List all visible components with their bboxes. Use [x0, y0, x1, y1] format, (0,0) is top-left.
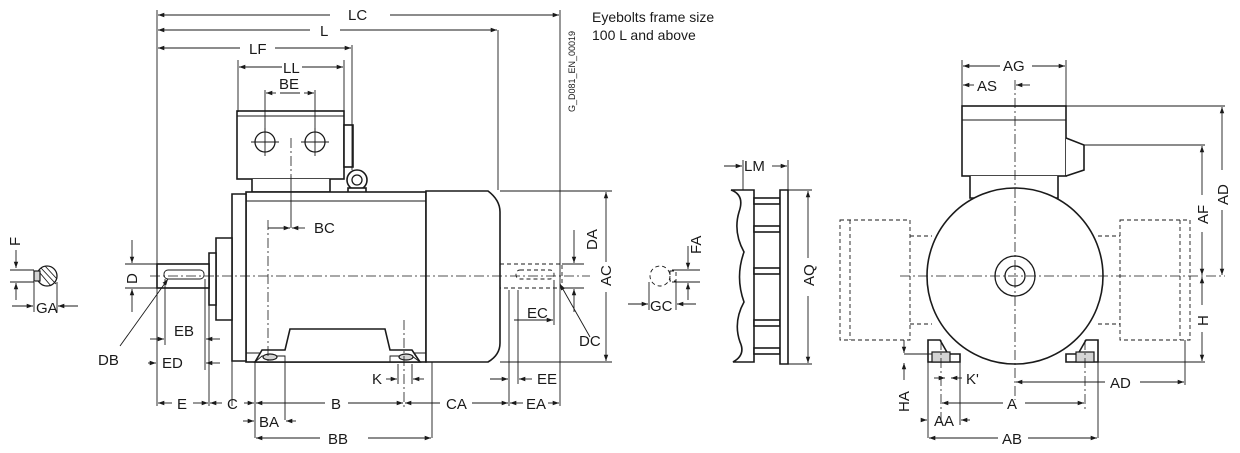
- label-LF: LF: [249, 41, 267, 58]
- front-terminal-gland: [1065, 137, 1085, 177]
- label-AQ: AQ: [801, 264, 818, 286]
- label-AD-vertical: AD: [1215, 184, 1232, 205]
- label-F: F: [7, 237, 24, 246]
- label-EA: EA: [526, 396, 546, 413]
- eyebolt: [346, 169, 368, 191]
- label-AB: AB: [1002, 431, 1022, 448]
- mounting-foot: [253, 328, 422, 363]
- label-GA: GA: [36, 300, 58, 317]
- fan-cover-rim: [779, 189, 789, 365]
- label-ED: ED: [162, 355, 183, 372]
- label-LL: LL: [283, 60, 300, 77]
- label-C: C: [227, 396, 238, 413]
- fan-cover-section: [730, 189, 755, 363]
- label-E: E: [177, 396, 187, 413]
- label-DB: DB: [98, 352, 119, 369]
- label-BE: BE: [279, 76, 299, 93]
- fan-blade: [753, 197, 781, 205]
- label-AA: AA: [934, 413, 954, 430]
- label-EB: EB: [174, 323, 194, 340]
- label-GC: GC: [650, 298, 673, 315]
- alt-terminal-box-right: [1119, 219, 1191, 341]
- label-CA: CA: [446, 396, 467, 413]
- fan-blade: [753, 225, 781, 233]
- eyebolt-hole: [351, 174, 363, 186]
- label-H: H: [1195, 315, 1212, 326]
- label-AS: AS: [977, 78, 997, 95]
- drawing-code: G_D081_EN_00019: [567, 31, 577, 112]
- alt-terminal-box-left: [839, 219, 911, 341]
- fan-blade: [753, 347, 781, 355]
- note-line-1: Eyebolts frame size: [592, 9, 714, 25]
- label-LM: LM: [744, 158, 765, 175]
- label-LC: LC: [348, 7, 367, 24]
- shaft-section-hatch: [39, 272, 52, 287]
- label-AG: AG: [1003, 58, 1025, 75]
- label-DC: DC: [579, 333, 601, 350]
- shaft-collar: [208, 252, 217, 306]
- terminal-box: [236, 110, 345, 180]
- fan-cover: [425, 190, 501, 363]
- front-terminal-box: [961, 105, 1067, 177]
- dim-DC-leader: [559, 283, 591, 338]
- label-BB: BB: [328, 431, 348, 448]
- shaft-section-hatch: [40, 267, 57, 285]
- nde-shaft-key: [669, 270, 677, 282]
- nde-shaft-section-view: FA GC: [628, 236, 705, 315]
- label-AC: AC: [598, 265, 615, 286]
- fan-blade: [753, 267, 781, 275]
- label-AF: AF: [1195, 205, 1212, 224]
- label-DA: DA: [584, 229, 601, 250]
- bearing-housing: [215, 237, 233, 321]
- label-D: D: [124, 273, 141, 284]
- label-AD-bottom: AD: [1110, 375, 1131, 392]
- label-B: B: [331, 396, 341, 413]
- shaft-key: [33, 270, 41, 282]
- foot-pad-left: [253, 355, 286, 363]
- shaft-keyway: [163, 269, 205, 280]
- label-K: K: [372, 371, 382, 388]
- front-view: AG AS AD AF H HA K' AD A: [839, 58, 1232, 448]
- label-A: A: [1007, 396, 1017, 413]
- nde-shaft-section: [649, 265, 671, 287]
- terminal-box-gland: [343, 124, 354, 168]
- dim-DB-leader: [119, 278, 169, 347]
- end-shield-flange: [231, 193, 247, 362]
- label-BC: BC: [314, 220, 335, 237]
- nde-keyway: [515, 269, 555, 280]
- fan-blade: [753, 319, 781, 327]
- fan-cover-detail-view: AQ LM: [724, 158, 818, 365]
- shaft-section-hatch: [44, 265, 58, 280]
- label-HA: HA: [896, 391, 913, 412]
- side-view: LC L LF LL BE BC D DB: [98, 7, 615, 448]
- shaft-section-view: F GA: [7, 237, 78, 317]
- foot-hole-right: [398, 353, 414, 361]
- nde-shaft: [499, 263, 563, 289]
- label-BA: BA: [259, 414, 279, 431]
- foot-hole-left: [262, 353, 278, 361]
- note-line-2: 100 L and above: [592, 27, 696, 43]
- label-K-prime: K': [966, 371, 979, 388]
- label-FA: FA: [688, 236, 705, 254]
- label-EC: EC: [527, 305, 548, 322]
- label-L: L: [320, 23, 328, 40]
- label-EE: EE: [537, 371, 557, 388]
